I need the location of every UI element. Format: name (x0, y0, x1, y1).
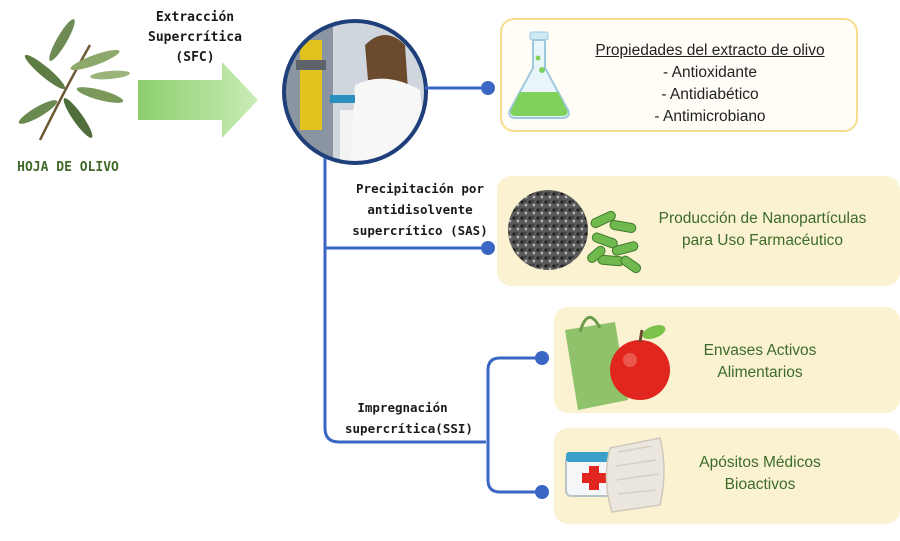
properties-text: Propiedades del extracto de olivo - Anti… (560, 40, 860, 128)
nanoparticles-text: Producción de Nanopartículas para Uso Fa… (635, 208, 890, 252)
extraction-label: Extracción Supercrítica (SFC) (140, 8, 250, 68)
dressings-text: Apósitos Médicos Bioactivos (685, 452, 835, 496)
ssi-label: Impregnación supercrítica(SSI) (345, 397, 473, 439)
properties-title: Propiedades del extracto de olivo (595, 42, 825, 59)
source-title: HOJA DE OLIVO (17, 160, 119, 175)
app-line: Bioactivos (724, 476, 796, 493)
property-item: - Antioxidante (663, 64, 757, 81)
extraction-line: (SFC) (175, 50, 215, 65)
olive-branch-icon (18, 19, 130, 141)
ssi-line: Impregnación (357, 400, 448, 415)
arrow-right-icon (138, 62, 258, 138)
extraction-line: Extracción (155, 10, 235, 25)
app-line: Apósitos Médicos (699, 454, 821, 471)
app-line: para Uso Farmacéutico (681, 232, 844, 249)
ssi-line: supercrítica(SSI) (345, 421, 473, 436)
bag-apple-icon (565, 316, 670, 410)
sas-line: antidisolvente (367, 202, 473, 217)
first-aid-bandage-icon (565, 437, 665, 513)
property-item: - Antidiabético (661, 86, 759, 103)
sas-line: Precipitación por (356, 181, 484, 196)
app-line: Producción de Nanopartículas (658, 210, 867, 227)
app-line: Envases Activos (703, 342, 817, 359)
nanoparticles-icon (508, 190, 642, 274)
app-line: Alimentarios (717, 364, 803, 381)
flask-icon (508, 31, 570, 119)
sas-line: supercrítico (SAS) (352, 223, 488, 238)
sas-label: Precipitación por antidisolvente supercr… (340, 178, 500, 241)
packaging-text: Envases Activos Alimentarios (685, 340, 835, 384)
property-item: - Antimicrobiano (654, 108, 766, 125)
extraction-line: Supercrítica (148, 30, 242, 45)
connector-dots (481, 81, 549, 499)
connector-lines (323, 86, 542, 494)
